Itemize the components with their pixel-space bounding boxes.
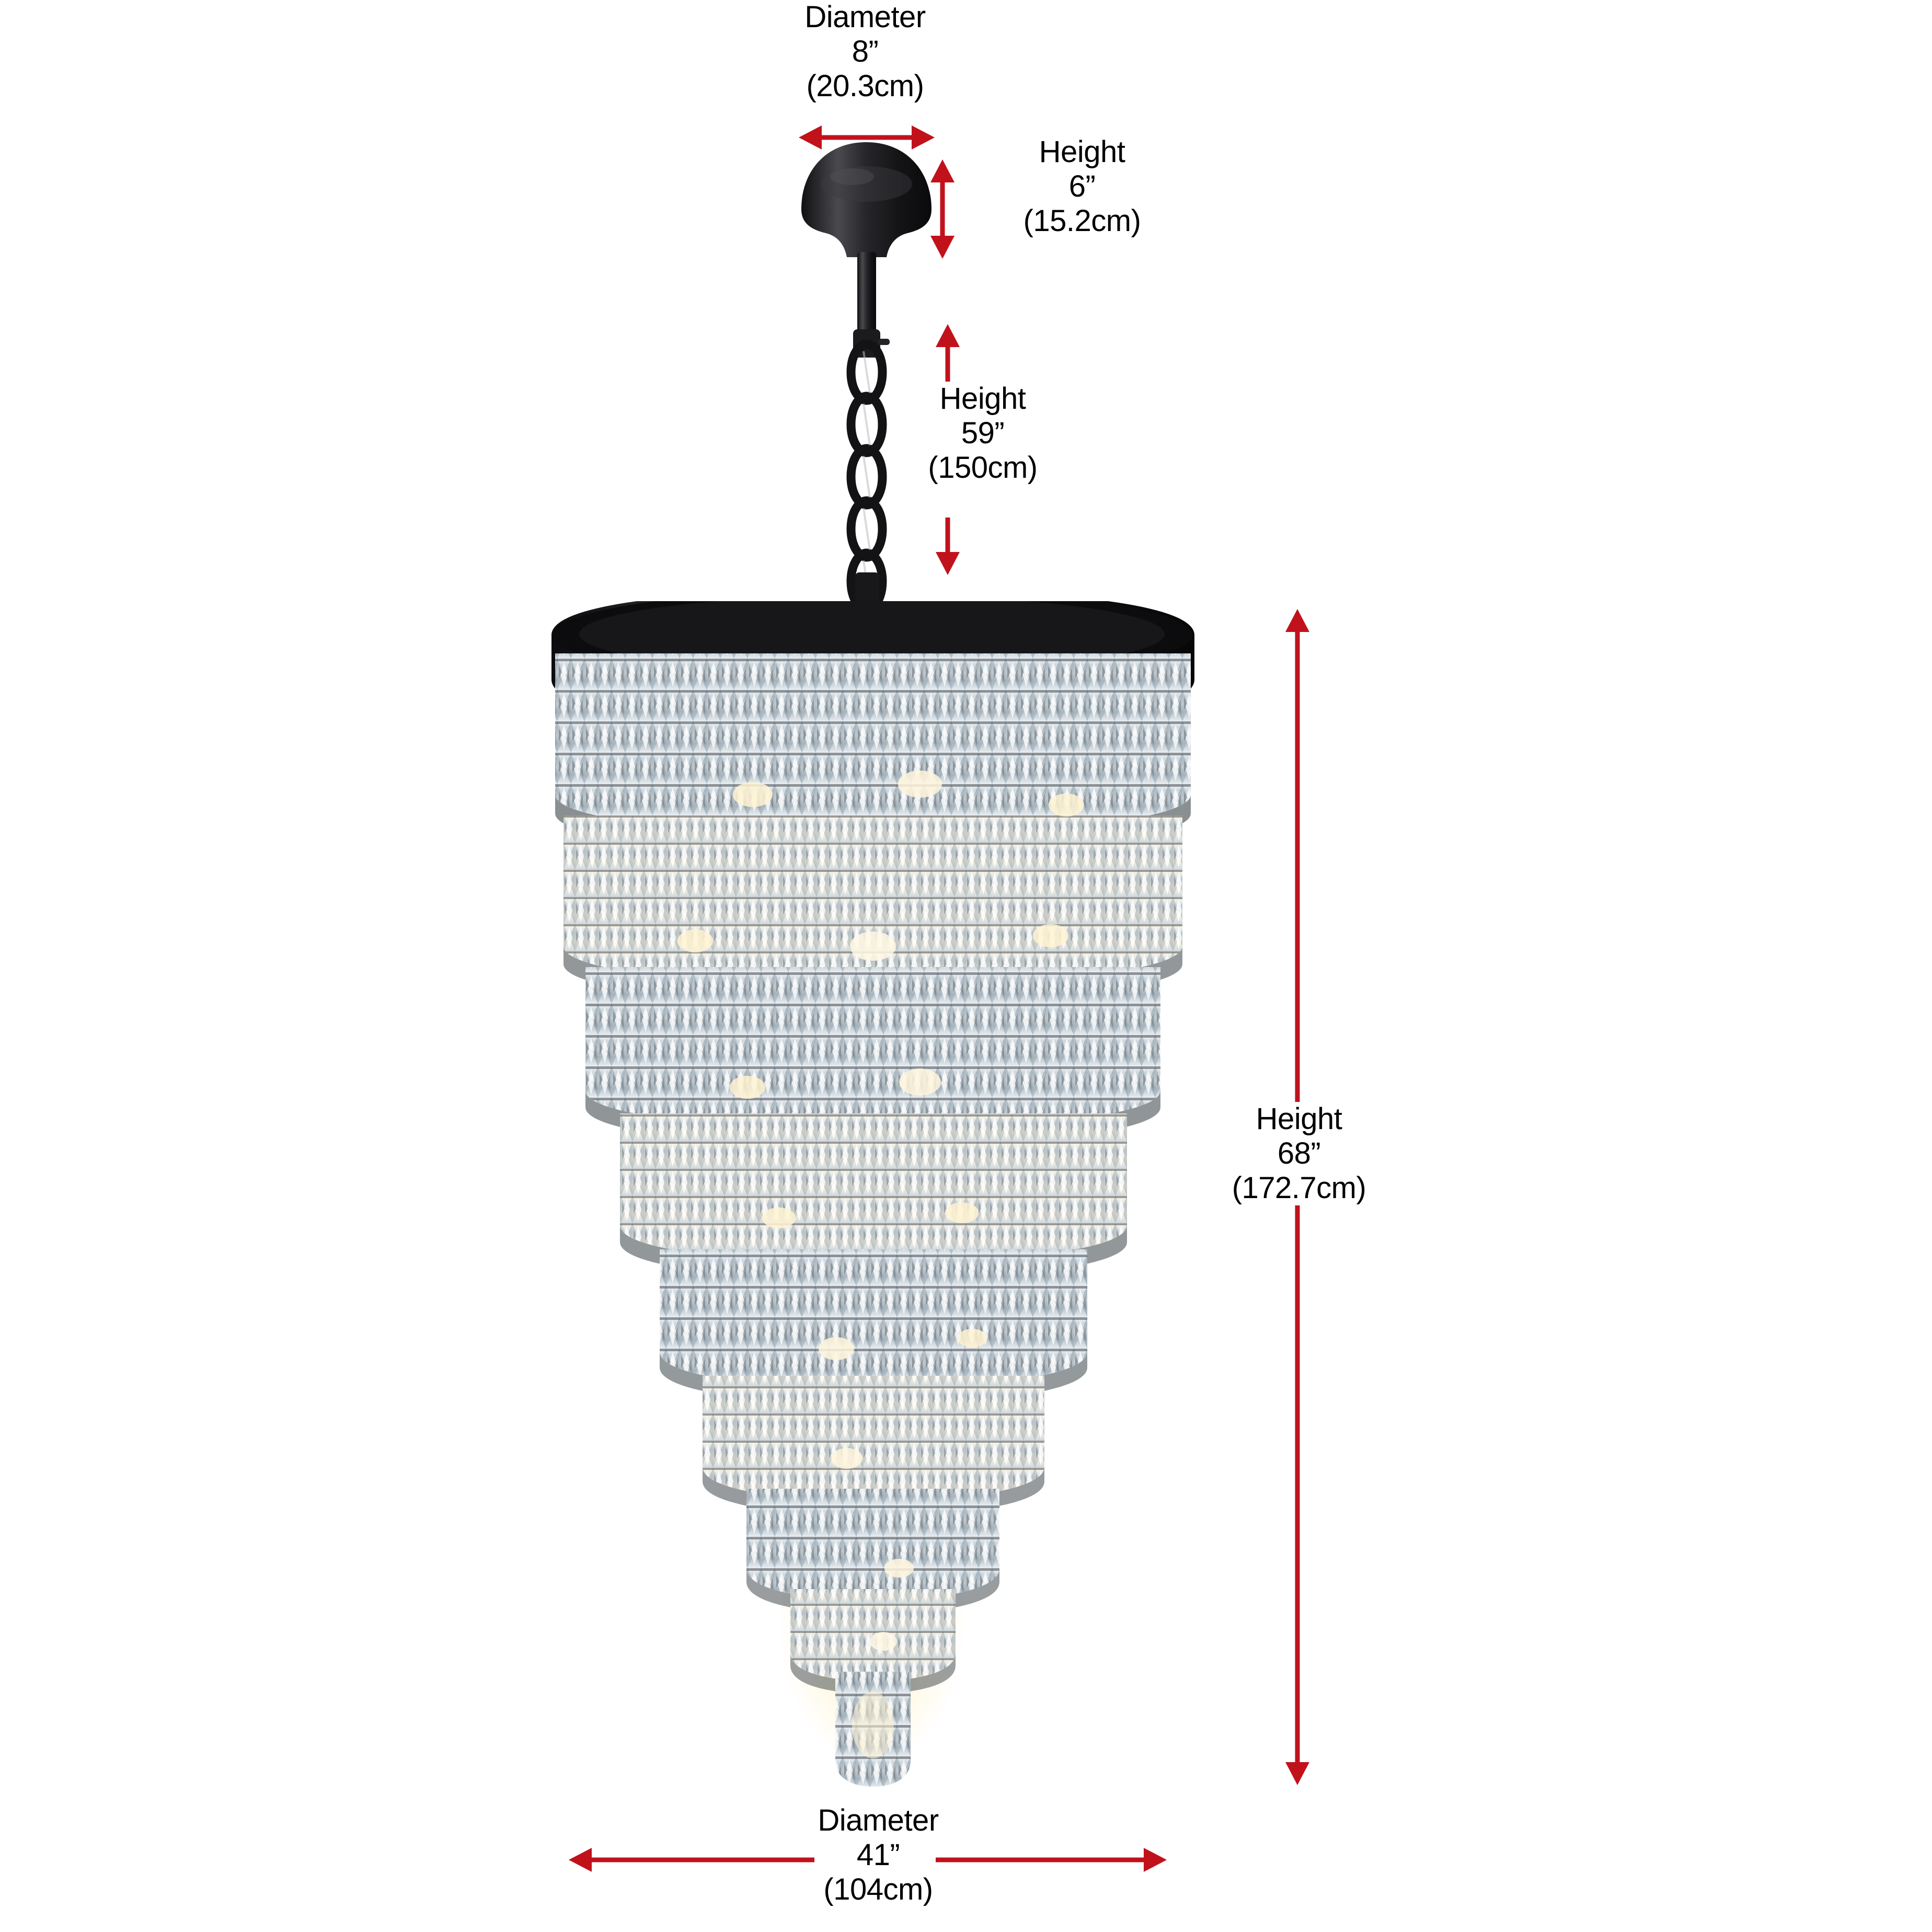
arrow-up-icon [930, 159, 954, 182]
crystal-tier-6 [703, 1376, 1044, 1516]
arrow-shaft [945, 338, 950, 382]
fixture-height-imperial: 68” [1277, 1136, 1321, 1171]
arrow-left-icon [569, 1848, 592, 1872]
arrow-up-icon [936, 324, 960, 347]
arrow-down-icon [930, 236, 954, 259]
arrow-right-icon [1144, 1848, 1167, 1872]
arrow-shaft [814, 135, 919, 140]
canopy [801, 142, 932, 257]
chain-height-metric: (150cm) [928, 451, 1038, 485]
crystal-tier-8 [790, 1589, 956, 1694]
canopy-height-metric: (15.2cm) [1023, 204, 1141, 238]
canopy-height-label: Height 6” (15.2cm) [962, 135, 1202, 238]
crystal-tier-2 [564, 815, 1182, 1004]
downrod [857, 252, 876, 336]
chandelier-body [551, 601, 1194, 1787]
arrow-shaft [940, 175, 945, 243]
chain-height-imperial: 59” [961, 416, 1005, 451]
chain-height-label: Height 59” (150cm) [857, 382, 1108, 485]
canopy-height-arrow [930, 159, 954, 259]
chain-height-arrow-bottom [936, 518, 960, 575]
canopy-diameter-title: Diameter [804, 0, 926, 34]
crystal-tier-9 [835, 1672, 911, 1787]
chain-height-title: Height [939, 382, 1026, 416]
canopy-diameter-arrow [799, 125, 935, 150]
fixture-diameter-title: Diameter [818, 1803, 939, 1837]
arrow-shaft [945, 518, 950, 561]
fixture-diameter-arrow-right [936, 1848, 1167, 1872]
fixture-diameter-label: Diameter 41” (104cm) [742, 1803, 1014, 1907]
arrow-shaft [936, 1857, 1151, 1862]
canopy-height-title: Height [1039, 135, 1125, 169]
fixture-height-label: Height 68” (172.7cm) [1174, 1102, 1424, 1206]
arrow-right-icon [912, 125, 935, 150]
fixture-height-metric: (172.7cm) [1232, 1171, 1366, 1205]
arrow-down-icon [1285, 1762, 1309, 1785]
crystal-tier-3 [585, 967, 1160, 1146]
canopy-diameter-imperial: 8” [852, 34, 879, 69]
crystal-tier-4 [620, 1113, 1127, 1280]
fixture-diameter-imperial: 41” [856, 1838, 900, 1872]
arrow-down-icon [936, 552, 960, 575]
arrow-up-icon [1285, 609, 1309, 632]
canopy-height-imperial: 6” [1068, 169, 1096, 204]
top-ring [551, 601, 1194, 728]
fixture-diameter-arrow-left [569, 1848, 814, 1872]
crystal-tier-1 [555, 653, 1191, 853]
fixture-diameter-metric: (104cm) [823, 1872, 933, 1907]
fixture-height-title: Height [1256, 1102, 1342, 1136]
crystal-tier-5 [660, 1249, 1087, 1404]
chain-height-arrow-top [936, 324, 960, 382]
canopy-diameter-metric: (20.3cm) [806, 69, 924, 104]
arrow-shaft [584, 1857, 814, 1862]
crystal-tier-7 [746, 1489, 999, 1614]
canopy-diameter-label: Diameter 8” (20.3cm) [708, 0, 1022, 104]
arrow-left-icon [799, 125, 822, 150]
